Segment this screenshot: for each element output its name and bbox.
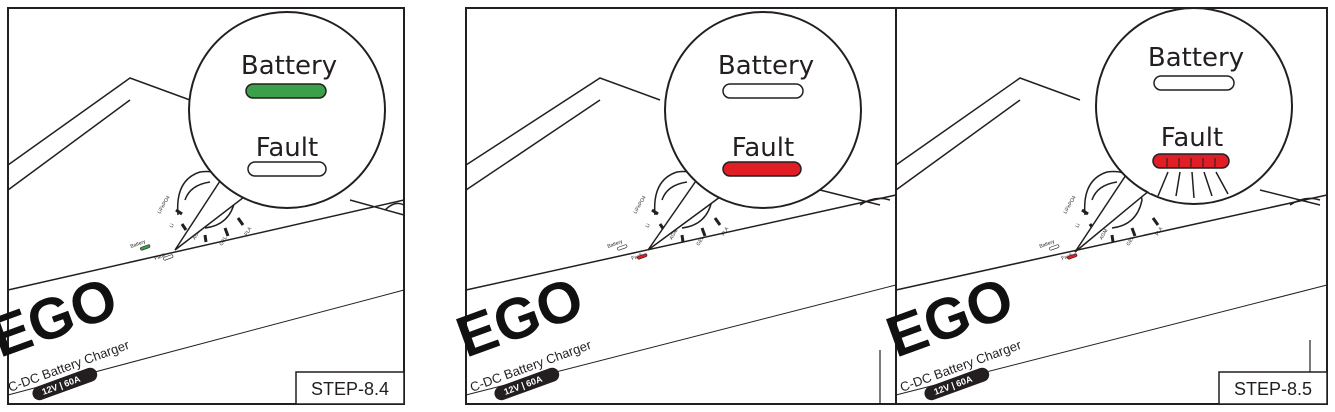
mode-dial-ticks	[175, 208, 245, 243]
blink-ray	[1203, 171, 1213, 197]
small-fault-label: Fault	[154, 252, 167, 262]
zoom-callout: Battery Fault	[647, 11, 862, 251]
dial-label-gel: GEL	[1126, 235, 1136, 247]
zoom-battery-led	[1153, 75, 1235, 91]
zoom-fault-label: Fault	[1161, 123, 1223, 153]
panel-middle: LiFePO4 Li AGM GEL FLA Battery Fault EGO…	[448, 7, 897, 405]
spec-badge	[32, 367, 98, 401]
dial-label-li: Li	[645, 223, 652, 229]
small-fault-led	[637, 253, 648, 260]
small-battery-label: Battery	[130, 239, 147, 250]
dial-label-agm: AGM	[1099, 228, 1110, 241]
device-led-indicators: Battery Fault	[607, 239, 648, 262]
device-branding: EGO C-DC Battery Charger 12V | 60A	[0, 265, 132, 401]
zoom-fault-led	[722, 161, 802, 177]
step-label-box: STEP-8.4	[295, 371, 405, 405]
blink-ray	[1215, 171, 1229, 195]
small-battery-led	[140, 244, 151, 251]
blink-ray	[1157, 171, 1169, 197]
step-label: STEP-8.5	[1234, 379, 1312, 399]
zoom-battery-led	[245, 83, 327, 99]
dial-label-gel: GEL	[219, 235, 229, 247]
zoom-battery-led	[722, 83, 804, 99]
zoom-fault-label: Fault	[256, 133, 318, 163]
magnifier-circle	[188, 11, 386, 209]
step-label: STEP-8.4	[311, 379, 389, 399]
small-fault-led	[1067, 253, 1078, 260]
zoom-battery-label: Battery	[718, 51, 814, 81]
device-led-indicators: Battery Fault	[1039, 239, 1078, 262]
small-battery-led	[617, 244, 628, 251]
panel-right: LiFePO4 Li AGM GEL FLA Battery Fault EGO…	[878, 7, 1328, 405]
zoom-battery-label: Battery	[1148, 43, 1244, 73]
zoom-fault-label: Fault	[732, 133, 794, 163]
zoom-battery-label: Battery	[241, 51, 337, 81]
dial-label-li: Li	[1075, 223, 1082, 229]
spec-badge	[494, 367, 560, 401]
dial-label-li: Li	[169, 223, 176, 229]
small-fault-led	[163, 254, 174, 261]
dial-label-agm: AGM	[192, 228, 203, 241]
zoom-callout: Battery Fault	[1074, 7, 1293, 253]
zoom-callout: Battery Fault	[174, 11, 386, 251]
dial-label-fla: FLA	[1155, 225, 1165, 237]
device-led-indicators: Battery Fault	[130, 239, 174, 262]
step-label-box: STEP-8.5	[1218, 371, 1328, 405]
panel-left: LiFePO4 Li AGM GEL FLA Battery Fault EGO…	[0, 7, 405, 405]
blink-ray	[1175, 171, 1181, 197]
blink-ray	[1191, 171, 1195, 199]
small-battery-led	[1049, 244, 1060, 251]
dial-label-fla: FLA	[244, 225, 254, 237]
small-battery-label: Battery	[607, 239, 624, 250]
blink-rays	[1157, 158, 1229, 199]
zoom-fault-led	[247, 161, 327, 177]
dial-label-gel: GEL	[696, 235, 706, 247]
small-battery-label: Battery	[1039, 239, 1056, 250]
spec-badge	[924, 367, 990, 401]
magnifier-circle	[1095, 7, 1293, 205]
dial-label-agm: AGM	[669, 228, 680, 241]
magnifier-circle	[664, 11, 862, 209]
dial-label-fla: FLA	[721, 225, 731, 237]
